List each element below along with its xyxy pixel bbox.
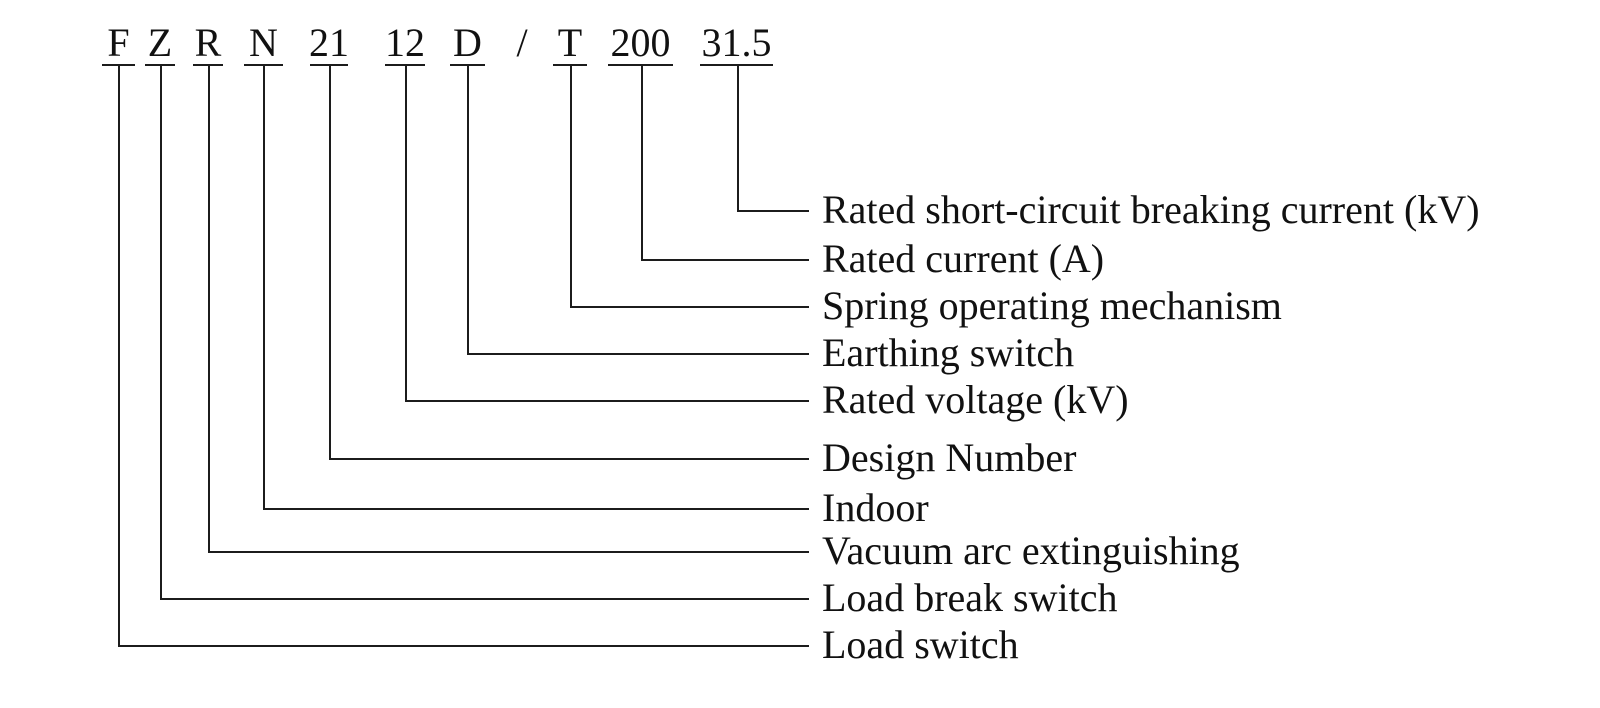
code-segment-31-5: 31.5 [700,20,773,66]
label-load-switch: Load switch [822,622,1019,667]
leader-vline-F [118,66,120,647]
label-rated-voltage: Rated voltage (kV) [822,377,1129,422]
code-segment-F: F [102,21,135,66]
leader-hline-Z [160,598,809,600]
leader-hline-21 [329,458,809,460]
leader-hline-12 [405,400,809,402]
code-segment-N: N [244,21,283,66]
leader-vline-12 [405,66,407,402]
leader-vline-21 [329,66,331,460]
leader-hline-200 [641,259,809,261]
label-rated-current: Rated current (A) [822,236,1105,281]
leader-hline-N [263,508,809,510]
code-segment-T: T [553,21,587,66]
label-indoor: Indoor [822,485,929,530]
leader-vline-Z [160,66,162,600]
leader-hline-D [467,353,809,355]
leader-vline-31-5 [737,66,739,212]
leader-vline-N [263,66,265,510]
leader-vline-T [570,66,572,308]
leader-vline-R [208,66,210,553]
label-earthing-switch: Earthing switch [822,330,1075,375]
label-design-number: Design Number [822,435,1077,480]
code-segment-slash: / [516,20,528,66]
leader-vline-D [467,66,469,355]
code-segment-R: R [193,20,223,66]
code-segment-Z: Z [145,21,175,66]
code-segment-200: 200 [608,21,673,66]
code-segment-D: D [450,21,485,66]
leader-vline-200 [641,66,643,261]
leader-hline-F [118,645,809,647]
label-rated-short-circuit-breaking-current: Rated short-circuit breaking current (kV… [822,187,1480,232]
label-vacuum-arc-extinguishing: Vacuum arc extinguishing [822,528,1240,573]
leader-hline-31-5 [737,210,809,212]
label-spring-operating-mechanism: Spring operating mechanism [822,283,1282,328]
label-load-break-switch: Load break switch [822,575,1118,620]
code-segment-12: 12 [385,20,425,66]
leader-hline-T [570,306,809,308]
leader-hline-R [208,551,809,553]
code-segment-21: 21 [309,20,349,66]
